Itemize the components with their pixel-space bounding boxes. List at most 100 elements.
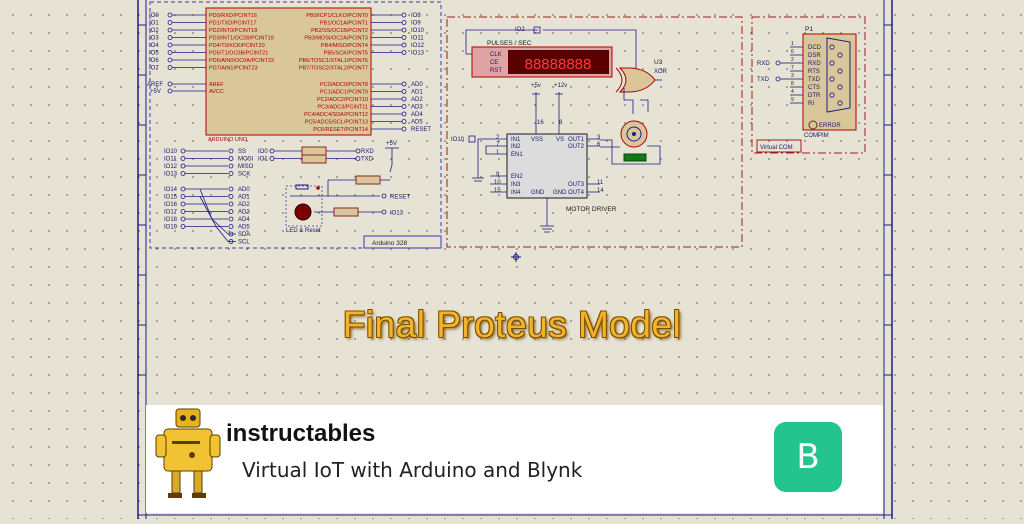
driver-wiring xyxy=(472,92,600,233)
io13-header-label: IO13 xyxy=(164,172,178,178)
arduino-chip-body[interactable] xyxy=(205,7,372,136)
header-terminals xyxy=(180,148,234,244)
driver-io10-probe xyxy=(468,135,476,143)
xor-gate[interactable] xyxy=(618,67,656,93)
driver-io10-label: IO10 xyxy=(451,137,465,143)
ad0-label: AD0 xyxy=(411,82,423,88)
mosi-label: MOSI xyxy=(238,157,254,163)
comport-error-led xyxy=(808,120,818,130)
pc0-label: PC0/ADC0/PCINT8 xyxy=(320,82,368,88)
pb6-label: PB6/TOSC1/XTAL1/PCINT6 xyxy=(299,58,368,64)
comport-group-box xyxy=(751,16,866,154)
ad0-header-label: AD0 xyxy=(238,187,250,193)
com-rts: RTS xyxy=(808,69,820,75)
pd1-label: PD1/TXD/PCINT17 xyxy=(209,21,256,27)
sda-label: SDA xyxy=(238,232,250,238)
pd6-label: PD6/AIN0/OC0A/PCINT22 xyxy=(209,58,274,64)
counter-clk-pin: CLK xyxy=(490,52,502,58)
ad3-label: AD3 xyxy=(411,105,423,111)
io13-label: IO13 xyxy=(411,51,425,57)
driver-pin-16: 16 xyxy=(537,120,544,126)
driver-supply-12v: +12v xyxy=(554,83,567,89)
driver-pin-6: 6 xyxy=(597,142,601,148)
pullup-resistor[interactable] xyxy=(355,175,381,185)
pd3-label: PD3/INT1/OC2B/PCINT19 xyxy=(209,36,274,42)
ad5-label: AD5 xyxy=(411,120,423,126)
driver-in3: IN3 xyxy=(511,182,521,188)
comport-ref: P1 xyxy=(805,26,813,33)
driver-vss: VSS xyxy=(531,137,543,143)
comport-pins xyxy=(775,44,843,106)
xor-wiring xyxy=(623,79,662,114)
ad2-header-label: AD2 xyxy=(238,202,250,208)
com-pin-4: 4 xyxy=(791,89,794,95)
arduino-board-label: Arduino 328 xyxy=(372,240,407,247)
com-rxd: RXD xyxy=(808,61,821,67)
comport-connector-shell xyxy=(826,37,851,113)
pd0-label: PD0/RXD/PCINT16 xyxy=(209,13,257,19)
counter-title: PULSES / SEC xyxy=(487,40,532,47)
rxd-net-label: RXD xyxy=(361,149,374,155)
sheet-ticks xyxy=(138,24,892,376)
comport-box-label: Virtual COM xyxy=(760,145,793,151)
io15-header-label: IO15 xyxy=(164,195,178,201)
io16-header-label: IO16 xyxy=(164,202,178,208)
txd-resistor[interactable] xyxy=(301,154,327,164)
arduino-port-d-pins xyxy=(172,14,206,92)
pd7-label: PD7/AIN1/PCINT23 xyxy=(209,66,258,72)
reset-net-label: RESET xyxy=(390,195,410,201)
com-pin-7: 7 xyxy=(791,65,794,71)
io9-label: IO9 xyxy=(411,21,421,27)
io12-header-label: IO12 xyxy=(164,164,178,170)
pc3-label: PC3/ADC3/PCINT11 xyxy=(317,105,368,111)
pd4-label: PD4/T0/XCK/PCINT20 xyxy=(209,43,265,49)
io18-header-label: IO18 xyxy=(164,217,178,223)
io14-header-label: IO14 xyxy=(164,187,178,193)
io4-label: IO4 xyxy=(149,43,159,49)
comport-body[interactable] xyxy=(802,33,857,131)
reset-button[interactable] xyxy=(295,184,309,190)
io10-header-label: IO10 xyxy=(164,149,178,155)
motor-driver-chip[interactable] xyxy=(506,133,588,199)
vcc-label: +5V xyxy=(150,89,161,95)
pb1-label: PB1/OC1A/PCINT1 xyxy=(320,21,368,27)
instructables-brand[interactable]: instructables xyxy=(226,420,376,447)
io11-header-label: IO11 xyxy=(164,157,177,163)
motor-rotor xyxy=(626,126,642,142)
counter-display xyxy=(508,50,609,74)
motor-wiring xyxy=(600,139,661,165)
aref-pin-label: AREF xyxy=(209,82,224,88)
led-resistor[interactable] xyxy=(333,207,359,217)
driver-out1: OUT1 xyxy=(568,137,585,143)
io8-label: IO8 xyxy=(411,13,421,19)
driver-in2: IN2 xyxy=(511,144,521,150)
driver-out3: OUT3 xyxy=(568,182,585,188)
ad1-header-label: AD1 xyxy=(238,195,250,201)
driver-pin-11: 11 xyxy=(597,180,604,186)
pc5-label: PC5/ADC5/SCL/PCINT13 xyxy=(305,120,368,126)
led-indicator[interactable] xyxy=(294,203,312,221)
counter-digits: 88888888 xyxy=(525,56,592,73)
comport-status: ERROR xyxy=(819,123,841,129)
driver-en1: EN1 xyxy=(511,152,523,158)
com-pin-3: 3 xyxy=(791,73,794,79)
io13-net-label: IO13 xyxy=(390,211,404,217)
pb3-label: PB3/MOSI/OC2A/PCINT3 xyxy=(304,36,368,42)
reset-pin-label: RESET xyxy=(411,127,431,133)
com-pin-1: 1 xyxy=(791,41,794,47)
xor-ref: U3 xyxy=(654,59,663,66)
miso-label: MISO xyxy=(238,164,254,170)
io5-label: IO5 xyxy=(149,51,159,57)
overlay-title: Final Proteus Model xyxy=(342,304,682,345)
header-wiring xyxy=(185,150,236,242)
arduino-right-terminals xyxy=(401,12,407,132)
blynk-letter: B xyxy=(796,437,820,477)
pb7-label: PB7/TOSC2/XTAL2/PCINT7 xyxy=(299,66,368,72)
pc6-label: PC6/RESET/PCINT14 xyxy=(313,127,368,133)
rxd-resistor[interactable] xyxy=(301,146,327,156)
comport-name: COMPIM xyxy=(804,133,829,139)
blynk-app-icon[interactable]: B xyxy=(774,422,842,492)
comport-label-box xyxy=(756,139,802,153)
arduino-right-pins xyxy=(371,14,402,130)
